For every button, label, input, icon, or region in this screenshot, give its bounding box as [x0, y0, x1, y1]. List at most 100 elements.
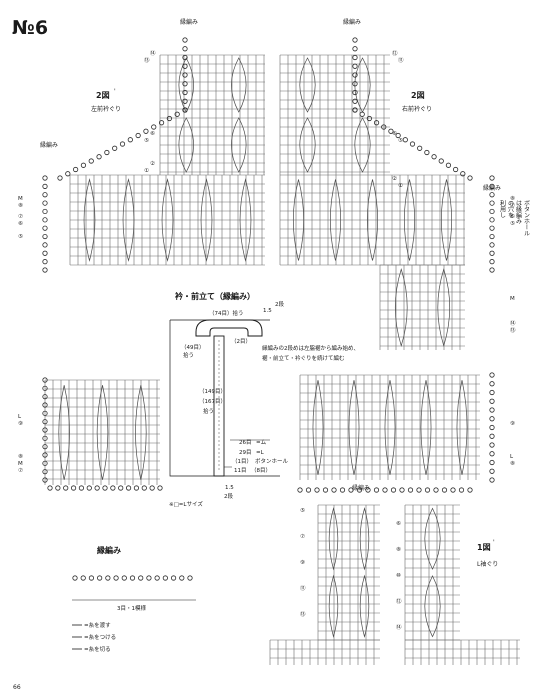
picot — [102, 485, 108, 491]
picot — [162, 575, 168, 581]
stitch-grid-block — [279, 54, 390, 175]
picot — [143, 128, 149, 134]
picot — [352, 37, 358, 43]
picot — [331, 487, 337, 493]
picot — [42, 435, 48, 441]
sleeve-fig: 1図 — [477, 543, 491, 552]
picot — [42, 192, 48, 198]
row-marker: ⑤ — [398, 138, 403, 144]
picot — [42, 385, 48, 391]
picot — [47, 485, 53, 491]
picot — [438, 158, 444, 164]
picot-edging — [42, 37, 495, 581]
pineapple-motif — [424, 575, 441, 638]
picot — [182, 81, 188, 87]
picot — [433, 487, 439, 493]
row-marker: ⑤ — [18, 234, 23, 240]
row-marker: ⑭ — [150, 49, 156, 57]
pineapple-motif — [200, 178, 213, 262]
svg-text:=糸をつける: =糸をつける — [84, 633, 116, 641]
picot — [373, 487, 380, 493]
picot — [97, 575, 103, 581]
picot — [399, 487, 405, 493]
row-marker: ⑧ — [510, 461, 515, 467]
picot — [359, 111, 365, 117]
picot — [381, 124, 387, 130]
row-marker: ⑫ — [396, 597, 402, 605]
row-marker: ⑤ — [510, 221, 515, 227]
collar-bh2-b: =L — [256, 450, 265, 456]
picot — [489, 192, 495, 198]
collar-pick-2a: （49目） — [181, 344, 205, 351]
stitch-grid-block — [404, 639, 520, 665]
svg-text:の穴を: の穴を — [507, 200, 514, 218]
row-marker: ① — [144, 168, 149, 174]
pineapple-motif — [161, 178, 174, 262]
picot — [187, 575, 193, 581]
picot — [489, 424, 495, 431]
picot — [42, 410, 48, 416]
picot — [129, 575, 136, 581]
picot — [42, 183, 48, 189]
collar-size-note: ※□=Lサイズ — [169, 500, 203, 508]
stitch-grid-block — [44, 379, 160, 485]
picot — [138, 575, 144, 581]
pineapple-motifs — [58, 57, 468, 638]
row-marker: ⑥ — [150, 131, 155, 137]
pineapple-motif — [328, 507, 339, 571]
picot — [352, 63, 358, 69]
row-marker: ⑦ — [300, 533, 305, 540]
pineapple-motif — [292, 179, 305, 261]
picot — [489, 468, 495, 474]
picot — [78, 485, 85, 491]
picot — [110, 485, 116, 491]
picot — [105, 575, 111, 581]
collar-bottom-rows-unit: 2段 — [224, 492, 233, 500]
pineapple-motif — [395, 268, 408, 347]
picot — [182, 63, 188, 69]
picot — [489, 407, 495, 413]
left-panel-fig: 2図 — [96, 91, 110, 100]
pineapple-motif — [58, 385, 70, 480]
picot — [460, 171, 466, 177]
pineapple-motif — [135, 385, 147, 480]
picot — [135, 132, 141, 139]
picot — [42, 402, 48, 408]
collar-pick-4a: （149目） — [199, 388, 226, 395]
picot — [104, 149, 110, 156]
picot — [416, 487, 422, 493]
pineapple-motif — [354, 117, 371, 173]
row-marker: M — [18, 196, 23, 202]
picot — [453, 166, 459, 173]
picot — [166, 115, 172, 122]
pineapple-motif — [456, 380, 468, 475]
picot — [42, 250, 48, 256]
picot — [489, 267, 495, 273]
picot — [157, 485, 163, 491]
pineapple-motif — [122, 178, 135, 262]
row-markers: ⑭⑬⑥⑤②①M⑧⑦⑥⑤L⑨⑧M⑦⑫⑪⑥⑤②①⑧⑦⑥⑤⑭⑬M⑨L⑧⑤⑥⑦⑧⑨⑩⑪⑫… — [18, 49, 516, 631]
edge-label-left-side: 縁編み — [40, 141, 58, 149]
picot — [42, 444, 48, 450]
picot — [63, 485, 69, 491]
picot — [112, 145, 118, 151]
row-marker: ⑦ — [18, 213, 23, 220]
stitch-grid-block — [299, 374, 480, 480]
left-panel-fig-sup: ' — [114, 88, 116, 95]
row-marker: ⑦ — [510, 202, 515, 209]
picot — [352, 89, 358, 96]
collar-note-1: 縁編みの2段めは左脇裾から編み始め、 — [262, 344, 359, 352]
picot — [174, 111, 180, 117]
picot — [94, 485, 100, 491]
picot — [42, 469, 48, 475]
picot — [42, 208, 48, 215]
row-marker: ⑩ — [396, 572, 401, 579]
picot — [158, 120, 165, 126]
right-panel-fig: 2図 — [411, 91, 425, 100]
row-marker: ⑥ — [392, 131, 397, 137]
picot — [42, 217, 48, 223]
stitch-grid-block — [279, 174, 465, 266]
picot — [417, 145, 423, 151]
collar-bottom-rows: 1.5 — [225, 485, 234, 491]
legend-item-attach: =糸をつける — [72, 633, 116, 641]
